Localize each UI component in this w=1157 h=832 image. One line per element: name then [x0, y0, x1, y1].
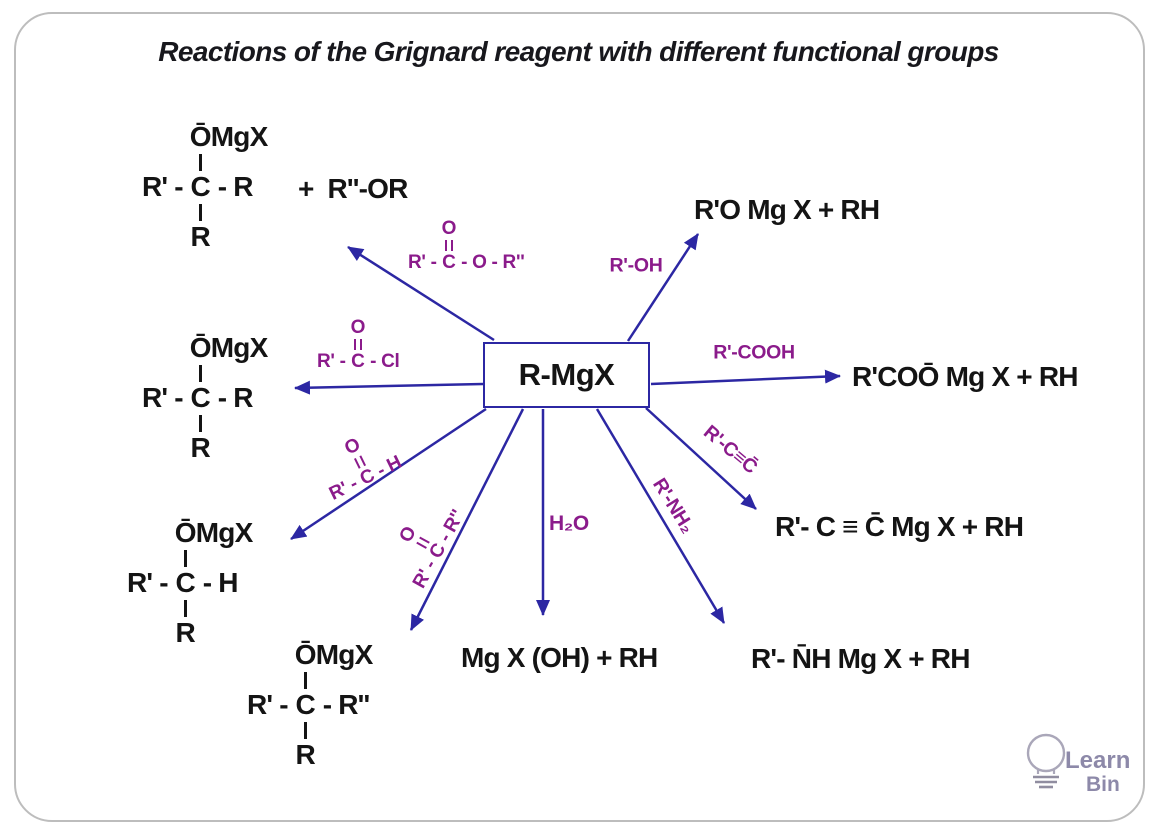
- arrow-aldehyde: [290, 407, 487, 541]
- reagent-carboxylic-acid-anchor: R'-COOH: [713, 342, 795, 365]
- single-bond: [190, 202, 211, 222]
- arrow-amine: [595, 408, 726, 624]
- arrow-ketone: [409, 408, 525, 631]
- product-amide: R'- N̄H Mg X + RH: [751, 643, 970, 674]
- single-bond: [190, 363, 211, 383]
- product-carboxylate: R'COŌ Mg X + RH: [852, 361, 1078, 392]
- alkoxide-oxygen: Ō: [294, 639, 317, 670]
- alkoxide-oxygen: Ō: [174, 517, 197, 548]
- reagent-water-anchor: H₂O: [549, 512, 589, 536]
- arrow-alcohol: [626, 233, 700, 342]
- learnbin-logo: Learn Bin: [1026, 733, 1130, 796]
- reagent-carboxylic-acid: R'-COOH: [713, 341, 795, 364]
- single-bond: [190, 413, 211, 433]
- reagent-alcohol: R'-OH: [609, 254, 663, 277]
- single-bond: [295, 670, 316, 690]
- product-hydroxide: Mg X (OH) + RH: [461, 642, 658, 673]
- lightbulb-neck: [1036, 769, 1056, 774]
- product-ester-byproduct: + R''-OR: [298, 173, 408, 204]
- central-reagent-label: R-MgX: [518, 357, 615, 392]
- reagent-acid-chloride-structure: O R' - C - Cl: [317, 317, 400, 372]
- product-alkoxide: R'O Mg X + RH: [694, 194, 880, 225]
- single-bond: [190, 152, 211, 172]
- alkoxide-oxygen: Ō: [189, 332, 212, 363]
- reagent-water: H₂O: [549, 512, 589, 535]
- arrow-carboxylic-acid: [650, 369, 841, 386]
- arrow-acid-chloride: [294, 380, 484, 395]
- lightbulb-icon: [1026, 733, 1066, 773]
- logo-word-learn: Learn: [1065, 747, 1130, 774]
- logo-word-bin: Bin: [1086, 773, 1120, 796]
- double-bond: [351, 338, 365, 351]
- diagram-title: Reactions of the Grignard reagent with d…: [158, 36, 999, 67]
- product-acetylide: R'- C ≡ C̄ Mg X + RH: [775, 511, 1024, 542]
- alkoxide-oxygen: Ō: [189, 121, 212, 152]
- arrow-alkyne: [645, 407, 757, 510]
- carbonyl-oxygen: O: [350, 317, 366, 338]
- central-reagent-box: R-MgX: [483, 342, 650, 408]
- arrow-ester: [347, 245, 495, 342]
- single-bond: [295, 720, 316, 740]
- single-bond: [175, 598, 196, 618]
- reagent-alcohol-anchor: R'-OH: [610, 255, 663, 278]
- double-bond: [442, 239, 456, 252]
- reagent-ester-structure: O R' - C - O - R'': [408, 218, 525, 273]
- carbonyl-oxygen: O: [441, 218, 457, 239]
- single-bond: [175, 548, 196, 568]
